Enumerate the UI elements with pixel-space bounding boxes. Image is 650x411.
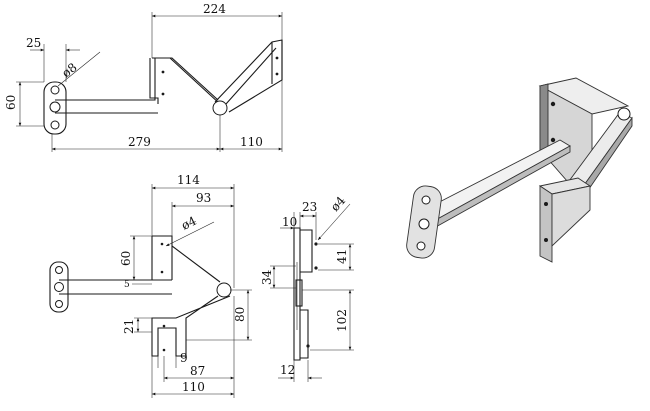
- dim-label-25: 25: [26, 36, 41, 50]
- side-pivot: [295, 279, 303, 307]
- iso-hole: [550, 137, 556, 143]
- dim-label-110: 110: [240, 135, 263, 149]
- leader-line: [317, 203, 351, 241]
- side-view: 10 23 ø4 41 34 102 12: [260, 193, 354, 382]
- lower-arm: [151, 295, 231, 357]
- side-hole: [314, 242, 318, 246]
- dim-label-21: 21: [122, 319, 136, 334]
- side-bracket: [300, 229, 313, 359]
- arm-hole: [162, 324, 166, 328]
- dim-label-23: 23: [302, 200, 317, 214]
- bracket-body: [149, 57, 219, 104]
- long-arm: [55, 57, 221, 114]
- upper-bracket: [151, 235, 221, 283]
- side-hole: [306, 344, 310, 348]
- pivot-joint: [216, 282, 232, 298]
- plate-hole-middle: [54, 282, 64, 292]
- plate-hole-middle: [49, 101, 61, 113]
- bracket-hole: [160, 270, 164, 274]
- long-arm: [59, 279, 172, 295]
- bracket-hole: [161, 70, 165, 74]
- dim-label-114: 114: [177, 173, 200, 187]
- dim-label-dia4: ø4: [179, 213, 199, 232]
- dim-label-279: 279: [128, 135, 151, 149]
- dim-label-41: 41: [335, 249, 349, 264]
- iso-hole: [544, 238, 548, 242]
- mounting-plate: [43, 81, 67, 135]
- iso-pivot-joint: [617, 107, 631, 121]
- iso-hole: [544, 202, 548, 206]
- iso-plate-hole: [418, 218, 430, 230]
- short-arm-plate: [271, 40, 283, 84]
- plate-hole-top: [50, 85, 60, 95]
- iso-plate-hole: [416, 241, 426, 251]
- arm-hole: [162, 348, 166, 352]
- arm-hole: [275, 56, 279, 60]
- dim-label-93: 93: [196, 191, 211, 205]
- top-view: 224 25 ø8 60 279 110: [4, 2, 283, 152]
- leader-line: [165, 221, 215, 247]
- dim-label-34: 34: [260, 269, 274, 285]
- dim-label-10: 10: [282, 215, 297, 229]
- side-plate: [293, 227, 301, 361]
- dim-label-12: 12: [280, 363, 295, 377]
- plate-hole-bottom: [50, 120, 60, 130]
- dim-label-dia8: ø8: [59, 60, 79, 80]
- side-hole: [314, 266, 318, 270]
- bracket-hole: [161, 92, 165, 96]
- dim-label-87: 87: [190, 364, 205, 378]
- pivot-joint: [212, 100, 228, 116]
- dim-label-5: 5: [124, 280, 130, 290]
- plate-hole-top: [55, 266, 63, 274]
- iso-plate-hole: [421, 195, 431, 205]
- dim-label-dia4: ø4: [328, 193, 349, 214]
- iso-lower-bracket-front: [539, 185, 553, 263]
- iso-bracket-side: [539, 83, 549, 151]
- mounting-plate: [49, 261, 69, 313]
- isometric-view: [406, 77, 633, 263]
- dim-label-80: 80: [233, 307, 247, 322]
- bracket-hole: [160, 242, 164, 246]
- arm-hole: [275, 72, 279, 76]
- dim-label-110: 110: [182, 380, 205, 394]
- front-view: 114 93 ø4 60 5 80 21 9 87: [49, 173, 252, 398]
- dim-label-9: 9: [180, 351, 188, 365]
- plate-hole-bottom: [55, 300, 63, 308]
- dim-label-60: 60: [4, 95, 18, 110]
- dim-label-102: 102: [335, 309, 349, 332]
- dim-label-224: 224: [203, 2, 226, 16]
- leader-line: [57, 51, 101, 87]
- iso-hole: [550, 101, 556, 107]
- dim-label-60: 60: [119, 251, 133, 266]
- iso-lower-bracket-side: [551, 185, 591, 248]
